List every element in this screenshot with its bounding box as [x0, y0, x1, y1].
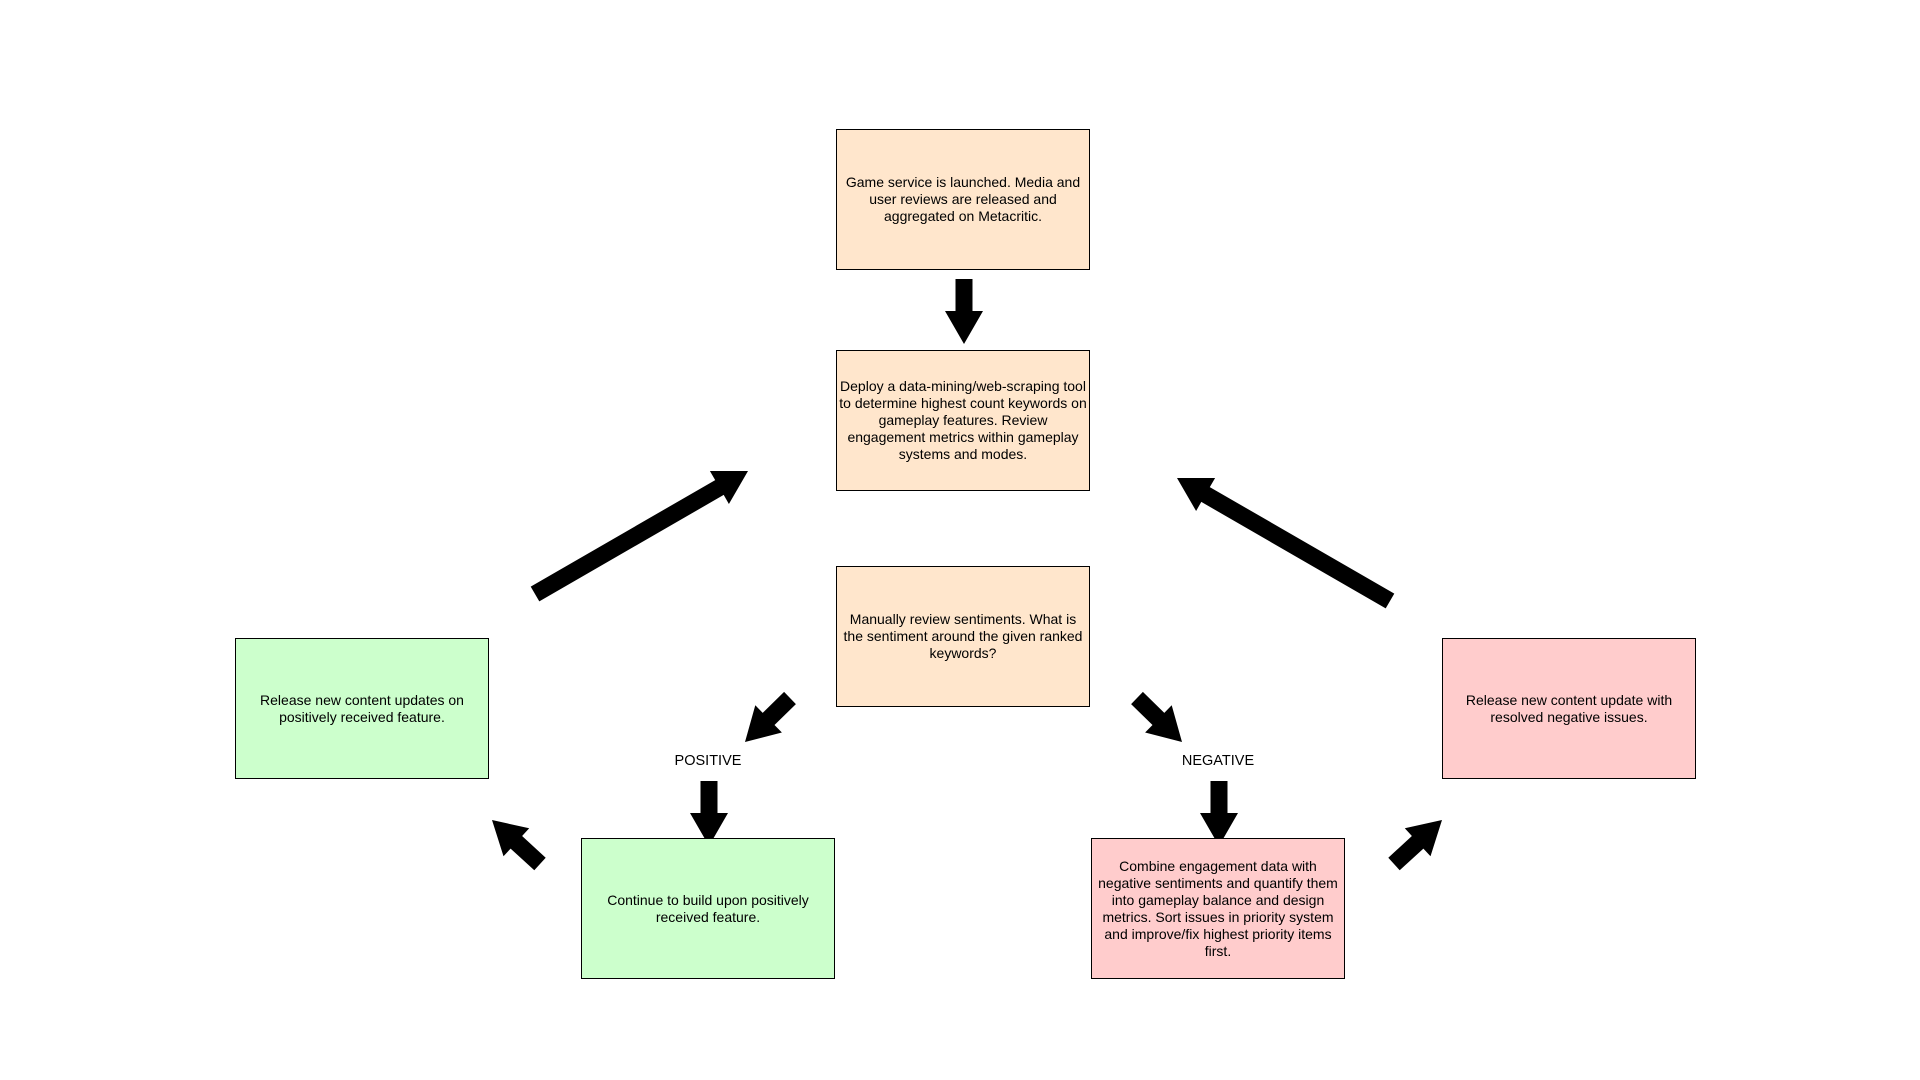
node-sentiment-review: Manually review sentiments. What is the … — [836, 566, 1090, 707]
arrow-review-to-positive — [745, 691, 796, 742]
arrow-build-to-release-positive — [492, 820, 546, 871]
node-release-negative-fixes: Release new content update with resolved… — [1442, 638, 1696, 779]
negative-branch-label: NEGATIVE — [1181, 753, 1255, 769]
node-sentiment-review-text: Manually review sentiments. What is the … — [843, 611, 1083, 661]
arrow-combine-to-release-negative — [1388, 820, 1442, 871]
node-data-mining: Deploy a data-mining/web-scraping tool t… — [836, 350, 1090, 491]
node-build-positive-feature: Continue to build upon positively receiv… — [581, 838, 835, 979]
node-game-launch: Game service is launched. Media and user… — [836, 129, 1090, 270]
node-release-positive-update: Release new content updates on positivel… — [235, 638, 489, 779]
node-build-positive-feature-text: Continue to build upon positively receiv… — [607, 891, 809, 925]
node-combine-negative-data-text: Combine engagement data with negative se… — [1098, 857, 1338, 959]
node-release-positive-update-text: Release new content updates on positivel… — [260, 691, 464, 725]
arrow-launch-to-mining — [945, 279, 983, 344]
positive-branch-label: POSITIVE — [674, 753, 742, 769]
node-data-mining-text: Deploy a data-mining/web-scraping tool t… — [839, 378, 1087, 462]
node-release-negative-fixes-text: Release new content update with resolved… — [1465, 691, 1673, 725]
arrow-negative-to-combine — [1200, 781, 1238, 846]
arrow-review-to-negative — [1131, 691, 1182, 742]
arrow-positive-to-build — [690, 781, 728, 846]
node-combine-negative-data: Combine engagement data with negative se… — [1091, 838, 1345, 979]
node-game-launch-text: Game service is launched. Media and user… — [845, 174, 1081, 224]
arrow-release-positive-to-mining — [530, 471, 748, 602]
arrow-release-negative-to-mining — [1177, 478, 1395, 609]
